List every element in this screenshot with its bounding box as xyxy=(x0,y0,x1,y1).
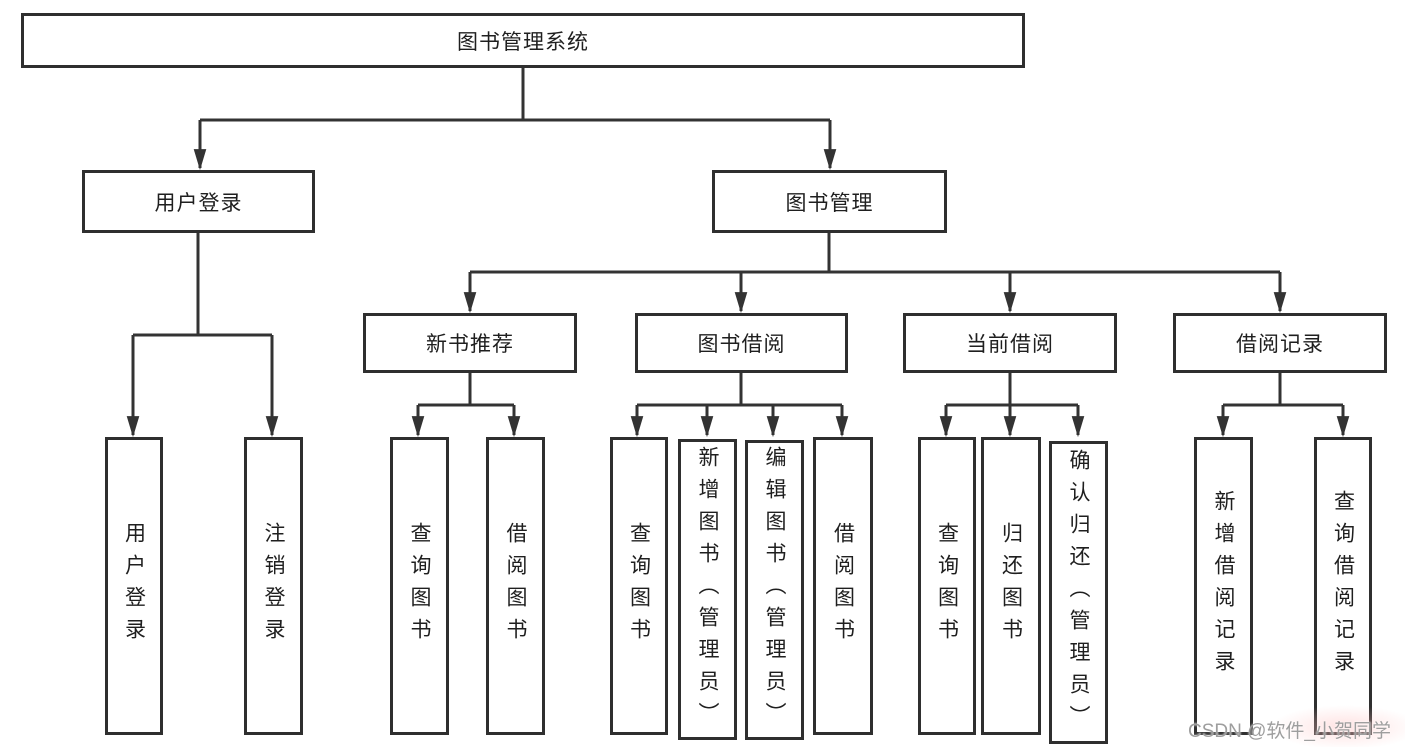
leaf-query-borrow-record: 查询借阅记录 xyxy=(1314,437,1372,735)
node-library-system: 图书管理系统 xyxy=(21,13,1025,68)
leaf-logout: 注销登录 xyxy=(244,437,303,735)
leaf-label: 新增图书（管理员） xyxy=(696,445,719,734)
leaf-label: 查询图书 xyxy=(935,522,959,650)
leaf-label: 查询图书 xyxy=(627,522,651,650)
node-book-management: 图书管理 xyxy=(712,170,947,233)
leaf-label: 查询图书 xyxy=(408,522,431,650)
leaf-label: 新增借阅记录 xyxy=(1212,490,1235,682)
leaf-borrow-books-1: 借阅图书 xyxy=(486,437,545,735)
leaf-label: 注销登录 xyxy=(262,522,285,650)
leaf-add-borrow-record: 新增借阅记录 xyxy=(1194,437,1253,735)
watermark: CSDN @软件_小贺同学 xyxy=(1188,721,1391,742)
leaf-query-books-2: 查询图书 xyxy=(610,437,668,735)
leaf-label: 借阅图书 xyxy=(504,522,527,650)
node-book-borrow: 图书借阅 xyxy=(635,313,848,373)
leaf-add-books-admin: 新增图书（管理员） xyxy=(678,439,737,740)
leaf-confirm-return-admin: 确认归还（管理员） xyxy=(1049,441,1108,744)
leaf-label: 编辑图书（管理员） xyxy=(763,446,786,734)
leaf-query-books-1: 查询图书 xyxy=(390,437,449,735)
leaf-return-books: 归还图书 xyxy=(981,437,1041,735)
watermark-glow xyxy=(1270,705,1405,747)
leaf-label: 借阅图书 xyxy=(831,522,855,650)
leaf-label: 查询借阅记录 xyxy=(1331,490,1355,682)
leaf-label: 归还图书 xyxy=(999,522,1023,650)
leaf-query-books-3: 查询图书 xyxy=(918,437,976,735)
node-current-borrow: 当前借阅 xyxy=(903,313,1117,373)
leaf-label: 确认归还（管理员） xyxy=(1067,448,1090,737)
leaf-edit-books-admin: 编辑图书（管理员） xyxy=(745,440,804,740)
node-new-book-recommend: 新书推荐 xyxy=(363,313,577,373)
leaf-label: 用户登录 xyxy=(122,522,146,650)
node-borrow-records: 借阅记录 xyxy=(1173,313,1387,373)
leaf-user-login: 用户登录 xyxy=(105,437,163,735)
node-user-login: 用户登录 xyxy=(82,170,315,233)
leaf-borrow-books-2: 借阅图书 xyxy=(813,437,873,735)
